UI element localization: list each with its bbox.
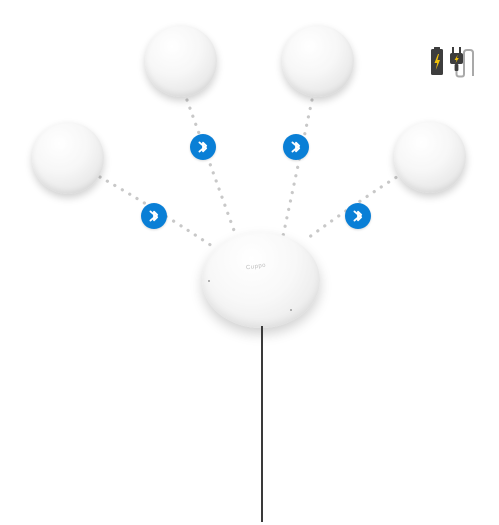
bluetooth-icon [198,141,208,153]
bluetooth-badge-right-outer [345,203,371,229]
hub-logo: Cuppo [245,262,267,272]
link-line-right-inner [281,98,314,238]
sensor-left-outer [32,122,104,194]
bluetooth-icon [353,210,363,222]
sensor-right-inner [282,25,354,97]
power-plug-icon [450,47,474,78]
bluetooth-icon [149,210,159,222]
sensor-left-inner [145,25,217,97]
hub-device: Cuppo [202,232,320,328]
hub-indicator-right [290,309,292,311]
bluetooth-badge-right-inner [283,134,309,160]
link-line-left-inner [185,98,238,238]
hub-power-cable [261,326,263,522]
battery-charging-icon [431,47,443,75]
power-icons-layer [431,47,474,78]
power-options [430,46,490,78]
bluetooth-icon [291,141,301,153]
link-line-right-outer [306,171,405,240]
hub-indicator-left [208,280,210,282]
bluetooth-badge-left-outer [141,203,167,229]
sensor-right-outer [394,121,466,193]
bluetooth-badge-left-inner [190,134,216,160]
